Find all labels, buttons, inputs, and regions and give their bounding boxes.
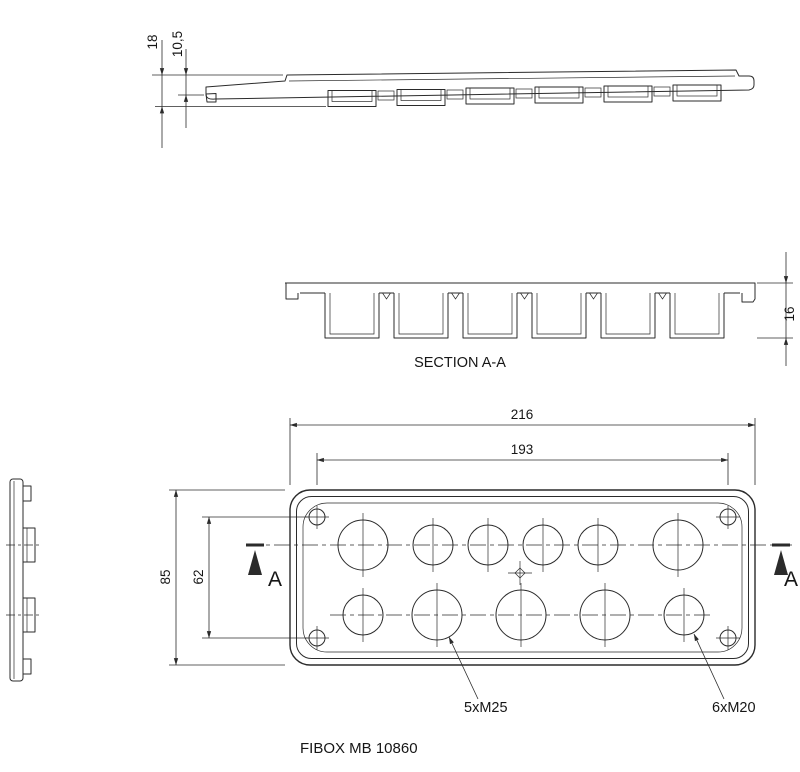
profile-left-lip: [205, 93, 217, 103]
v-notch: [451, 292, 460, 300]
dome-tab: [603, 85, 653, 103]
label-6xM20: 6xM20: [712, 700, 756, 716]
dome-tab-inner: [676, 84, 718, 97]
dome-tab-inner: [607, 85, 649, 98]
v-notch: [520, 292, 529, 300]
section-left-clip: [285, 282, 300, 300]
corner-screw-holes: [305, 505, 740, 650]
dome-tab-inner: [469, 87, 511, 100]
v-notch: [589, 292, 598, 300]
profile-plate-outline: [205, 69, 755, 100]
plate-center-mark: [508, 561, 532, 585]
well-outline: [462, 293, 518, 339]
well-inner: [398, 293, 444, 335]
section-wells: [324, 293, 725, 339]
plate-inner-outline: [296, 496, 749, 659]
cut-letter-left: A: [268, 568, 282, 591]
dim-193-label: 193: [511, 442, 534, 457]
well-inner: [536, 293, 582, 335]
well-inner: [329, 293, 375, 335]
edge-dome-tab: [22, 527, 36, 563]
edge-bottom-hook: [23, 658, 32, 675]
height-dimension-62: 62: [191, 516, 308, 639]
well-inner: [674, 293, 720, 335]
well-inner: [467, 293, 513, 335]
v-notch: [658, 292, 667, 300]
section-view: 16 SECTION A-A: [285, 252, 797, 371]
dim-10-5-label: 10,5: [170, 31, 185, 57]
dome-stub: [584, 87, 602, 98]
top-row-holes: [337, 513, 704, 577]
front-view: A A 216 193 85: [158, 407, 798, 716]
well-inner: [605, 293, 651, 335]
edge-top-hook: [23, 485, 32, 502]
dome-stub: [653, 86, 671, 97]
section-right-clip: [740, 282, 756, 303]
height-dimension-85: 85: [158, 489, 285, 666]
side-profile-view: 18 10,5: [145, 31, 755, 148]
dome-stub: [446, 89, 464, 100]
edge-dome-tab: [22, 597, 36, 633]
section-title: SECTION A-A: [414, 355, 506, 371]
section-dimension: 16: [757, 252, 797, 366]
bottom-row-holes: [342, 583, 705, 647]
well-outline: [531, 293, 587, 339]
well-outline: [600, 293, 656, 339]
section-flange-bottom: [300, 292, 740, 300]
width-dimension-216: 216: [289, 407, 756, 485]
well-outline: [393, 293, 449, 339]
dome-tab-inner: [538, 86, 580, 99]
well-outline: [324, 293, 380, 339]
dome-tab: [465, 87, 515, 105]
cut-arrow-left: [248, 550, 262, 575]
profile-dome-tabs: [327, 84, 722, 107]
profile-flange-edge-line: [288, 75, 736, 82]
profile-dimensions: 18 10,5: [145, 31, 326, 148]
edge-outline: [9, 478, 24, 682]
dome-tab: [672, 84, 722, 102]
width-dimension-193: 193: [316, 442, 729, 485]
dim-62-label: 62: [191, 569, 206, 584]
plate-outer-outline: [289, 489, 756, 666]
dim-18-label: 18: [145, 34, 160, 49]
cut-letter-right: A: [784, 568, 798, 591]
edge-profile-view: [6, 478, 39, 682]
center-diamond: [514, 567, 526, 579]
well-outline: [669, 293, 725, 339]
dome-tab: [534, 86, 584, 104]
cut-arrow-right: [774, 550, 788, 575]
dome-stub: [515, 88, 533, 99]
dim-85-label: 85: [158, 569, 173, 584]
dome-tab-inner: [400, 89, 442, 101]
part-number-title: FIBOX MB 10860: [300, 740, 418, 757]
dome-tab-inner: [331, 90, 373, 102]
leader-line: [448, 636, 479, 700]
label-5xM25: 5xM25: [464, 700, 508, 716]
dome-stub: [377, 90, 395, 101]
plate-gasket-contour: [302, 502, 743, 653]
dome-tab: [327, 90, 377, 107]
hole-size-callouts: 5xM25 6xM20: [448, 633, 756, 716]
v-notch: [382, 292, 391, 300]
leader-line: [693, 633, 725, 700]
section-cut-arrows: A A: [248, 550, 798, 591]
dim-216-label: 216: [511, 407, 534, 422]
dim-16-label: 16: [782, 306, 797, 321]
dome-tab: [396, 89, 446, 106]
